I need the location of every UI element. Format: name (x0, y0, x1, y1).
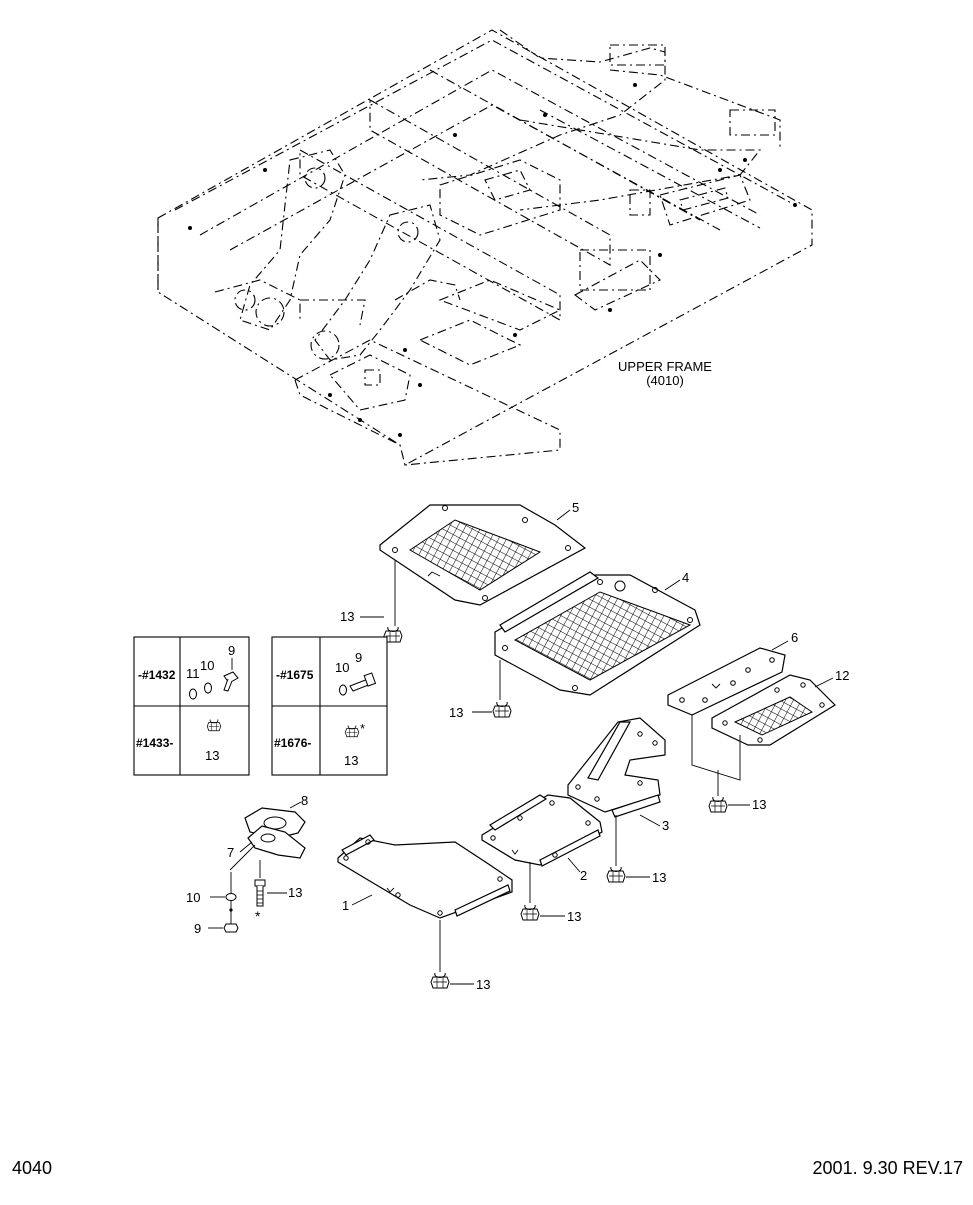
callout-12: 12 (835, 668, 849, 683)
callout-8: 8 (301, 793, 308, 808)
inset-left-num-9: 9 (228, 643, 235, 658)
inset-right-row1-label: -#1675 (276, 668, 314, 682)
part-1-plate (337, 834, 513, 919)
callout-1: 1 (342, 898, 349, 913)
callout-13-g: 13 (288, 885, 302, 900)
inset-left-table (133, 636, 250, 776)
inset-left-num-13: 13 (205, 748, 219, 763)
part-12-mesh-plate (711, 674, 836, 746)
inset-left-num-11: 11 (186, 666, 200, 681)
star-mark-bolt: * (255, 908, 261, 924)
inset-left-washer-10 (204, 682, 212, 694)
inset-right-num-13: 13 (344, 753, 358, 768)
upper-frame-drawing (157, 29, 813, 466)
part-3-bracket (567, 717, 666, 818)
callout-13-f: 13 (476, 977, 490, 992)
callout-4: 4 (682, 570, 689, 585)
inset-right-table (271, 636, 388, 776)
page-code: 4040 (12, 1158, 53, 1178)
inset-right-bolt-9 (349, 672, 377, 692)
inset-right-star: * (360, 721, 365, 736)
nut-13-e (520, 904, 540, 921)
callout-13-d: 13 (652, 870, 666, 885)
bolt-13-with-star (254, 879, 266, 907)
callout-13-a: 13 (340, 609, 354, 624)
callout-13-c: 13 (752, 797, 766, 812)
part-7-gasket (247, 825, 306, 859)
callout-13-e: 13 (567, 909, 581, 924)
upper-frame-code: (4010) (646, 373, 684, 388)
callout-10: 10 (186, 890, 200, 905)
revision-label: 2001. 9.30 REV.17 (812, 1158, 963, 1178)
callout-9: 9 (194, 921, 201, 936)
inset-right-num-9: 9 (355, 650, 362, 665)
callout-5: 5 (572, 500, 579, 515)
inset-left-row2-label: #1433- (136, 736, 173, 750)
part-5-cover-plate (379, 504, 587, 606)
part-2-plate (481, 794, 603, 867)
nut-9 (223, 923, 239, 933)
nut-13-f (430, 972, 450, 989)
inset-right-washer-10 (339, 684, 347, 696)
part-6-plate (667, 647, 786, 716)
inset-left-row1-label: -#1432 (138, 668, 176, 682)
callout-7: 7 (227, 845, 234, 860)
callout-6: 6 (791, 630, 798, 645)
nut-13-b (492, 701, 512, 718)
callout-3: 3 (662, 818, 669, 833)
inset-left-bolt-9 (223, 671, 239, 692)
washer-10 (225, 893, 237, 901)
callout-13-b: 13 (449, 705, 463, 720)
inset-right-num-10: 10 (335, 660, 349, 675)
inset-right-row2-label: #1676- (274, 736, 311, 750)
nut-13-c (708, 796, 728, 813)
upper-frame-title: UPPER FRAME (618, 359, 712, 374)
callout-2: 2 (580, 868, 587, 883)
inset-left-num-10: 10 (200, 658, 214, 673)
inset-left-washer-11 (189, 688, 197, 700)
nut-13-d (606, 866, 626, 883)
part-4-mesh-panel (494, 571, 701, 696)
